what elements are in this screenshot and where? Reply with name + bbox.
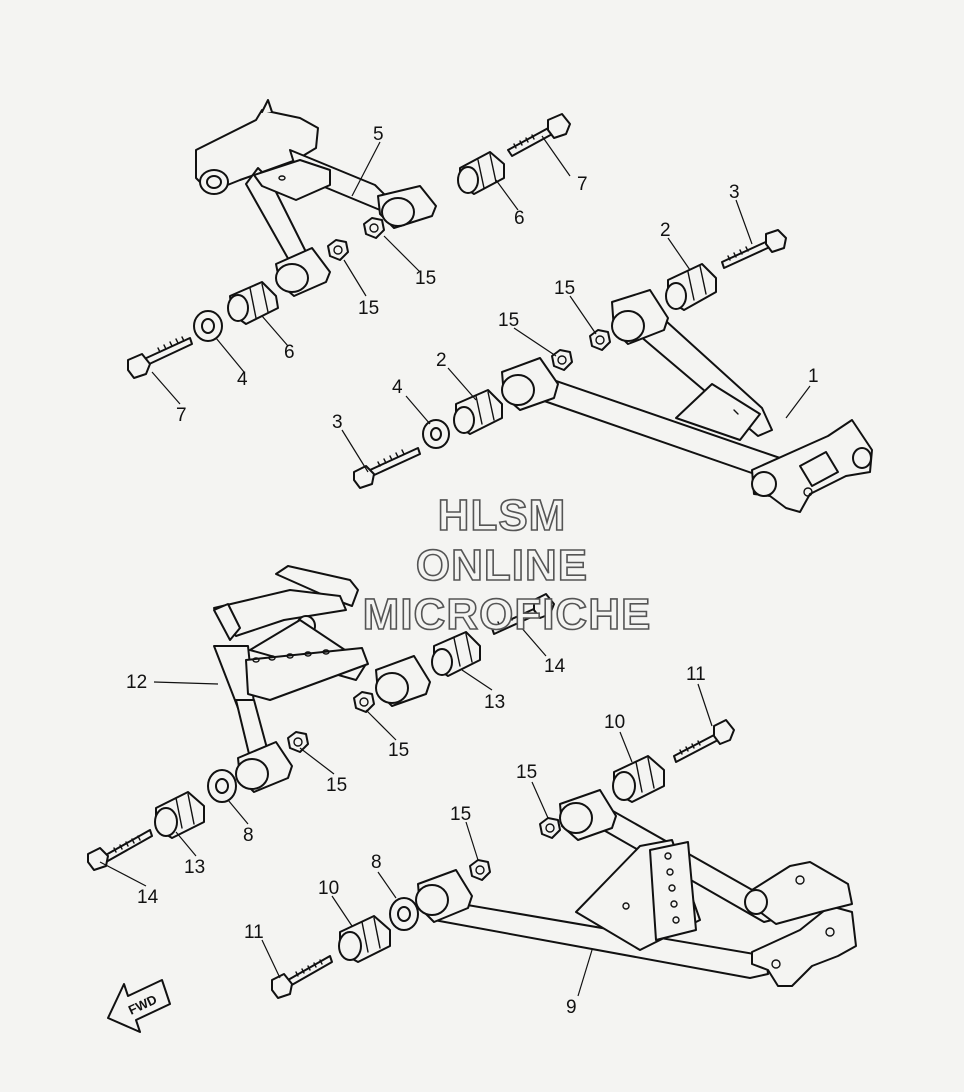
washer-8b xyxy=(389,897,419,931)
nut-15c xyxy=(551,349,573,371)
bolt-7a xyxy=(127,336,193,379)
callout-3: 3 xyxy=(332,412,343,433)
bushing-10b xyxy=(338,915,391,963)
callout-4: 4 xyxy=(392,377,403,398)
callout-1: 1 xyxy=(808,366,819,387)
bushing-2b xyxy=(453,389,503,435)
nut-15h xyxy=(469,859,491,881)
callout-8: 8 xyxy=(371,852,382,873)
bushing-13a xyxy=(431,631,481,677)
callout-15: 15 xyxy=(358,298,379,319)
nut-15b xyxy=(327,239,349,261)
upper-arm-5 xyxy=(195,99,437,297)
bushing-6a xyxy=(227,281,279,325)
leader-lines xyxy=(99,135,811,997)
washer-4b xyxy=(422,419,450,449)
callout-13: 13 xyxy=(484,692,505,713)
callout-6: 6 xyxy=(514,208,525,229)
nut-15f xyxy=(287,731,309,753)
callout-5: 5 xyxy=(373,124,384,145)
watermark-line-3: MICROFICHE xyxy=(363,590,652,639)
callout-15: 15 xyxy=(498,310,519,331)
callout-3: 3 xyxy=(729,182,740,203)
upper-arm-12 xyxy=(213,565,431,793)
bushing-13b xyxy=(154,791,205,839)
callout-10: 10 xyxy=(604,712,625,733)
callout-15: 15 xyxy=(388,740,409,761)
callout-15: 15 xyxy=(554,278,575,299)
callout-8: 8 xyxy=(243,825,254,846)
bolt-7b xyxy=(507,113,571,157)
callout-2: 2 xyxy=(436,350,447,371)
nut-15e xyxy=(353,691,375,713)
callout-14: 14 xyxy=(137,887,159,908)
watermark-line-2: ONLINE xyxy=(416,541,588,590)
callout-6: 6 xyxy=(284,342,295,363)
lower-arm-1 xyxy=(501,289,873,513)
bushing-2a xyxy=(665,263,717,311)
lower-arm-9 xyxy=(415,789,857,987)
callout-2: 2 xyxy=(660,220,671,241)
washer-4a xyxy=(193,310,223,342)
bolt-11b xyxy=(271,955,333,999)
forward-direction-arrow: FWD xyxy=(107,979,171,1033)
callout-13: 13 xyxy=(184,857,205,878)
callout-4: 4 xyxy=(237,369,248,390)
watermark-line-1: HLSM xyxy=(438,491,567,540)
callout-numbers: 5 7 6 3 2 15 15 6 4 7 15 15 1 2 4 3 12 1… xyxy=(126,124,819,1018)
bushing-6b xyxy=(457,151,505,195)
nut-15g xyxy=(539,817,561,839)
callout-11: 11 xyxy=(686,664,706,685)
callout-15: 15 xyxy=(516,762,537,783)
callout-10: 10 xyxy=(318,878,339,899)
nut-15a xyxy=(363,217,385,239)
callout-14: 14 xyxy=(544,656,566,677)
callout-15: 15 xyxy=(326,775,347,796)
bolt-14b xyxy=(87,829,153,871)
callout-12: 12 xyxy=(126,672,147,693)
callout-11: 11 xyxy=(244,922,264,943)
watermark: HLSM ONLINE MICROFICHE xyxy=(362,490,652,640)
callout-9: 9 xyxy=(566,997,577,1018)
bolt-11a xyxy=(673,719,735,763)
bolt-3a xyxy=(721,229,787,269)
callout-7: 7 xyxy=(176,405,187,426)
nut-15d xyxy=(589,329,611,351)
callout-7: 7 xyxy=(577,174,588,195)
bolt-3b xyxy=(353,447,421,489)
bolt-14a xyxy=(491,593,555,635)
washer-8a xyxy=(207,769,237,803)
callout-15: 15 xyxy=(450,804,471,825)
bushing-10a xyxy=(612,755,665,803)
callout-15: 15 xyxy=(415,268,436,289)
